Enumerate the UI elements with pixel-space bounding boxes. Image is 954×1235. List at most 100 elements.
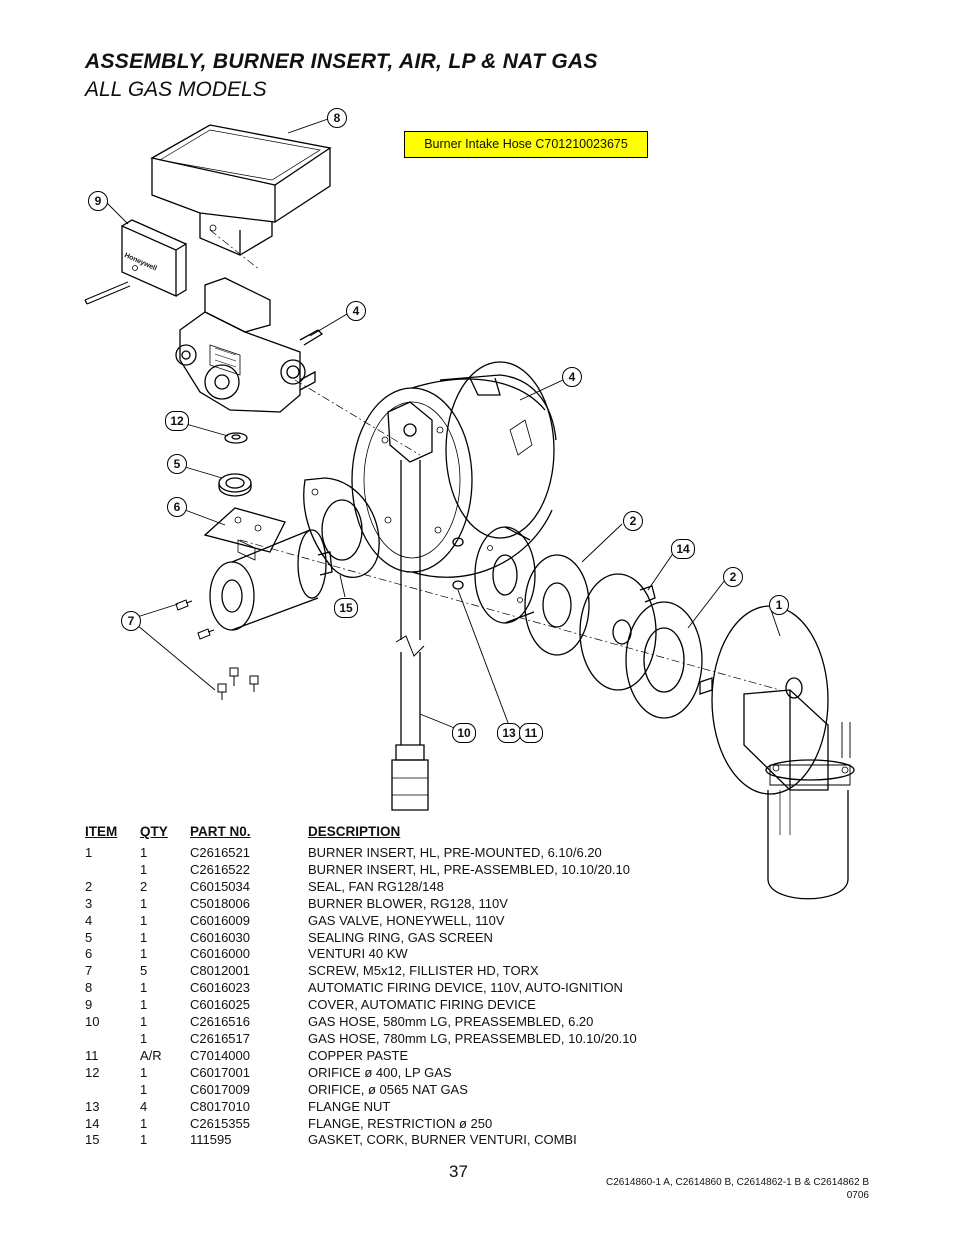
header-description: DESCRIPTION bbox=[308, 824, 401, 839]
cell-qty: 5 bbox=[140, 963, 148, 979]
cell-description: ORIFICE, ø 0565 NAT GAS bbox=[308, 1081, 468, 1097]
cell-qty: 1 bbox=[140, 1030, 148, 1046]
cell-description: GAS VALVE, HONEYWELL, 110V bbox=[308, 912, 505, 928]
callout-4b: 4 bbox=[562, 367, 582, 387]
callout-13: 13 bbox=[497, 723, 521, 743]
page-subtitle: ALL GAS MODELS bbox=[85, 78, 267, 101]
table-row: 4 1 C6016009 GAS VALVE, HONEYWELL, 110V bbox=[85, 913, 685, 930]
orifice-drawing bbox=[224, 432, 248, 444]
fan-seal-drawing-3 bbox=[625, 601, 703, 719]
callout-2a: 2 bbox=[623, 511, 643, 531]
cell-item: 6 bbox=[85, 946, 93, 962]
callout-5: 5 bbox=[167, 454, 187, 474]
cell-item: 9 bbox=[85, 997, 93, 1013]
cell-qty: 1 bbox=[140, 929, 148, 945]
cell-part-no: C7014000 bbox=[190, 1047, 250, 1063]
cell-qty: 1 bbox=[140, 912, 148, 928]
cell-part-no: C6016009 bbox=[190, 912, 250, 928]
cell-part-no: C6016025 bbox=[190, 997, 250, 1013]
cell-description: SEAL, FAN RG128/148 bbox=[308, 878, 444, 894]
cell-item: 2 bbox=[85, 878, 93, 894]
cell-item: 14 bbox=[85, 1115, 100, 1131]
cell-qty: 1 bbox=[140, 980, 148, 996]
header-item: ITEM bbox=[85, 824, 118, 839]
cell-qty: A/R bbox=[140, 1047, 162, 1063]
cell-part-no: C2616516 bbox=[190, 1014, 250, 1030]
fan-seal-drawing-1 bbox=[474, 526, 536, 624]
firing-device-drawing bbox=[150, 124, 332, 256]
cell-description: COPPER PASTE bbox=[308, 1047, 409, 1063]
parts-table-header: ITEM QTY PART N0. DESCRIPTION bbox=[85, 824, 685, 845]
cell-description: SCREW, M5x12, FILLISTER HD, TORX bbox=[308, 963, 539, 979]
table-row: 9 1 C6016025 COVER, AUTOMATIC FIRING DEVICE bbox=[85, 997, 685, 1014]
cell-part-no: C6017009 bbox=[190, 1081, 250, 1097]
cell-description: COVER, AUTOMATIC FIRING DEVICE bbox=[308, 997, 536, 1013]
callout-11: 11 bbox=[519, 723, 543, 743]
cell-qty: 1 bbox=[140, 946, 148, 962]
cell-qty: 1 bbox=[140, 895, 148, 911]
cell-part-no: 111595 bbox=[190, 1132, 232, 1148]
table-row: 6 1 C6016000 VENTURI 40 KW bbox=[85, 946, 685, 963]
cell-part-no: C6015034 bbox=[190, 878, 250, 894]
cell-description: VENTURI 40 KW bbox=[308, 946, 408, 962]
restriction-flange-drawing bbox=[579, 573, 657, 691]
callout-14: 14 bbox=[671, 539, 695, 559]
cork-gasket-drawing bbox=[303, 477, 380, 578]
cell-qty: 4 bbox=[140, 1098, 148, 1114]
cell-part-no: C2616521 bbox=[190, 845, 250, 860]
callout-9: 9 bbox=[88, 191, 108, 211]
cell-part-no: C6016023 bbox=[190, 980, 250, 996]
burner-insert-drawing bbox=[699, 605, 855, 900]
cell-description: FLANGE, RESTRICTION ø 250 bbox=[308, 1115, 493, 1131]
cell-description: GAS HOSE, 580mm LG, PREASSEMBLED, 6.20 bbox=[308, 1014, 594, 1030]
cell-qty: 1 bbox=[140, 997, 148, 1013]
cell-description: BURNER INSERT, HL, PRE-MOUNTED, 6.10/6.2… bbox=[308, 845, 602, 860]
cell-part-no: C2615355 bbox=[190, 1115, 250, 1131]
cell-qty: 1 bbox=[140, 1064, 148, 1080]
cell-qty: 1 bbox=[140, 845, 148, 860]
callout-12: 12 bbox=[165, 411, 189, 431]
callout-7: 7 bbox=[121, 611, 141, 631]
cell-item bbox=[85, 1031, 140, 1048]
cell-description: GAS HOSE, 780mm LG, PREASSEMBLED, 10.10/… bbox=[308, 1030, 637, 1046]
callout-4a: 4 bbox=[346, 301, 366, 321]
sealing-ring-drawing bbox=[218, 473, 252, 497]
cell-qty: 1 bbox=[140, 1132, 148, 1148]
cell-item: 5 bbox=[85, 929, 93, 945]
header-part-no: PART N0. bbox=[190, 824, 251, 839]
cover-drawing bbox=[84, 219, 187, 305]
cell-part-no: C8017010 bbox=[190, 1098, 250, 1114]
table-row: 1 C6017009 ORIFICE, ø 0565 NAT GAS bbox=[85, 1082, 685, 1099]
callout-1: 1 bbox=[769, 595, 789, 615]
cell-qty: 1 bbox=[140, 1081, 148, 1097]
page-number: 37 bbox=[449, 1162, 468, 1181]
cell-item: 15 bbox=[85, 1132, 100, 1148]
cell-part-no: C6016030 bbox=[190, 929, 250, 945]
venturi-drawing bbox=[203, 507, 333, 631]
callout-15: 15 bbox=[334, 598, 358, 618]
table-row: 1 C2616517 GAS HOSE, 780mm LG, PREASSEMBLE… bbox=[85, 1031, 685, 1048]
cell-item bbox=[85, 862, 140, 879]
cell-description: BURNER BLOWER, RG128, 110V bbox=[308, 895, 508, 911]
cell-description: GASKET, CORK, BURNER VENTURI, COMBI bbox=[308, 1132, 577, 1148]
header-qty: QTY bbox=[140, 824, 168, 839]
gas-hose-drawing bbox=[391, 460, 429, 811]
document-reference-models: C2614860-1 A, C2614860 B, C2614862-1 B &… bbox=[606, 1177, 869, 1188]
cell-item: 12 bbox=[85, 1064, 100, 1080]
cell-description: FLANGE NUT bbox=[308, 1098, 391, 1114]
cell-item: 4 bbox=[85, 912, 93, 928]
callout-8: 8 bbox=[327, 108, 347, 128]
cell-part-no: C6016000 bbox=[190, 946, 250, 962]
cell-part-no: C2616517 bbox=[190, 1030, 250, 1046]
cell-item: 7 bbox=[85, 963, 93, 979]
